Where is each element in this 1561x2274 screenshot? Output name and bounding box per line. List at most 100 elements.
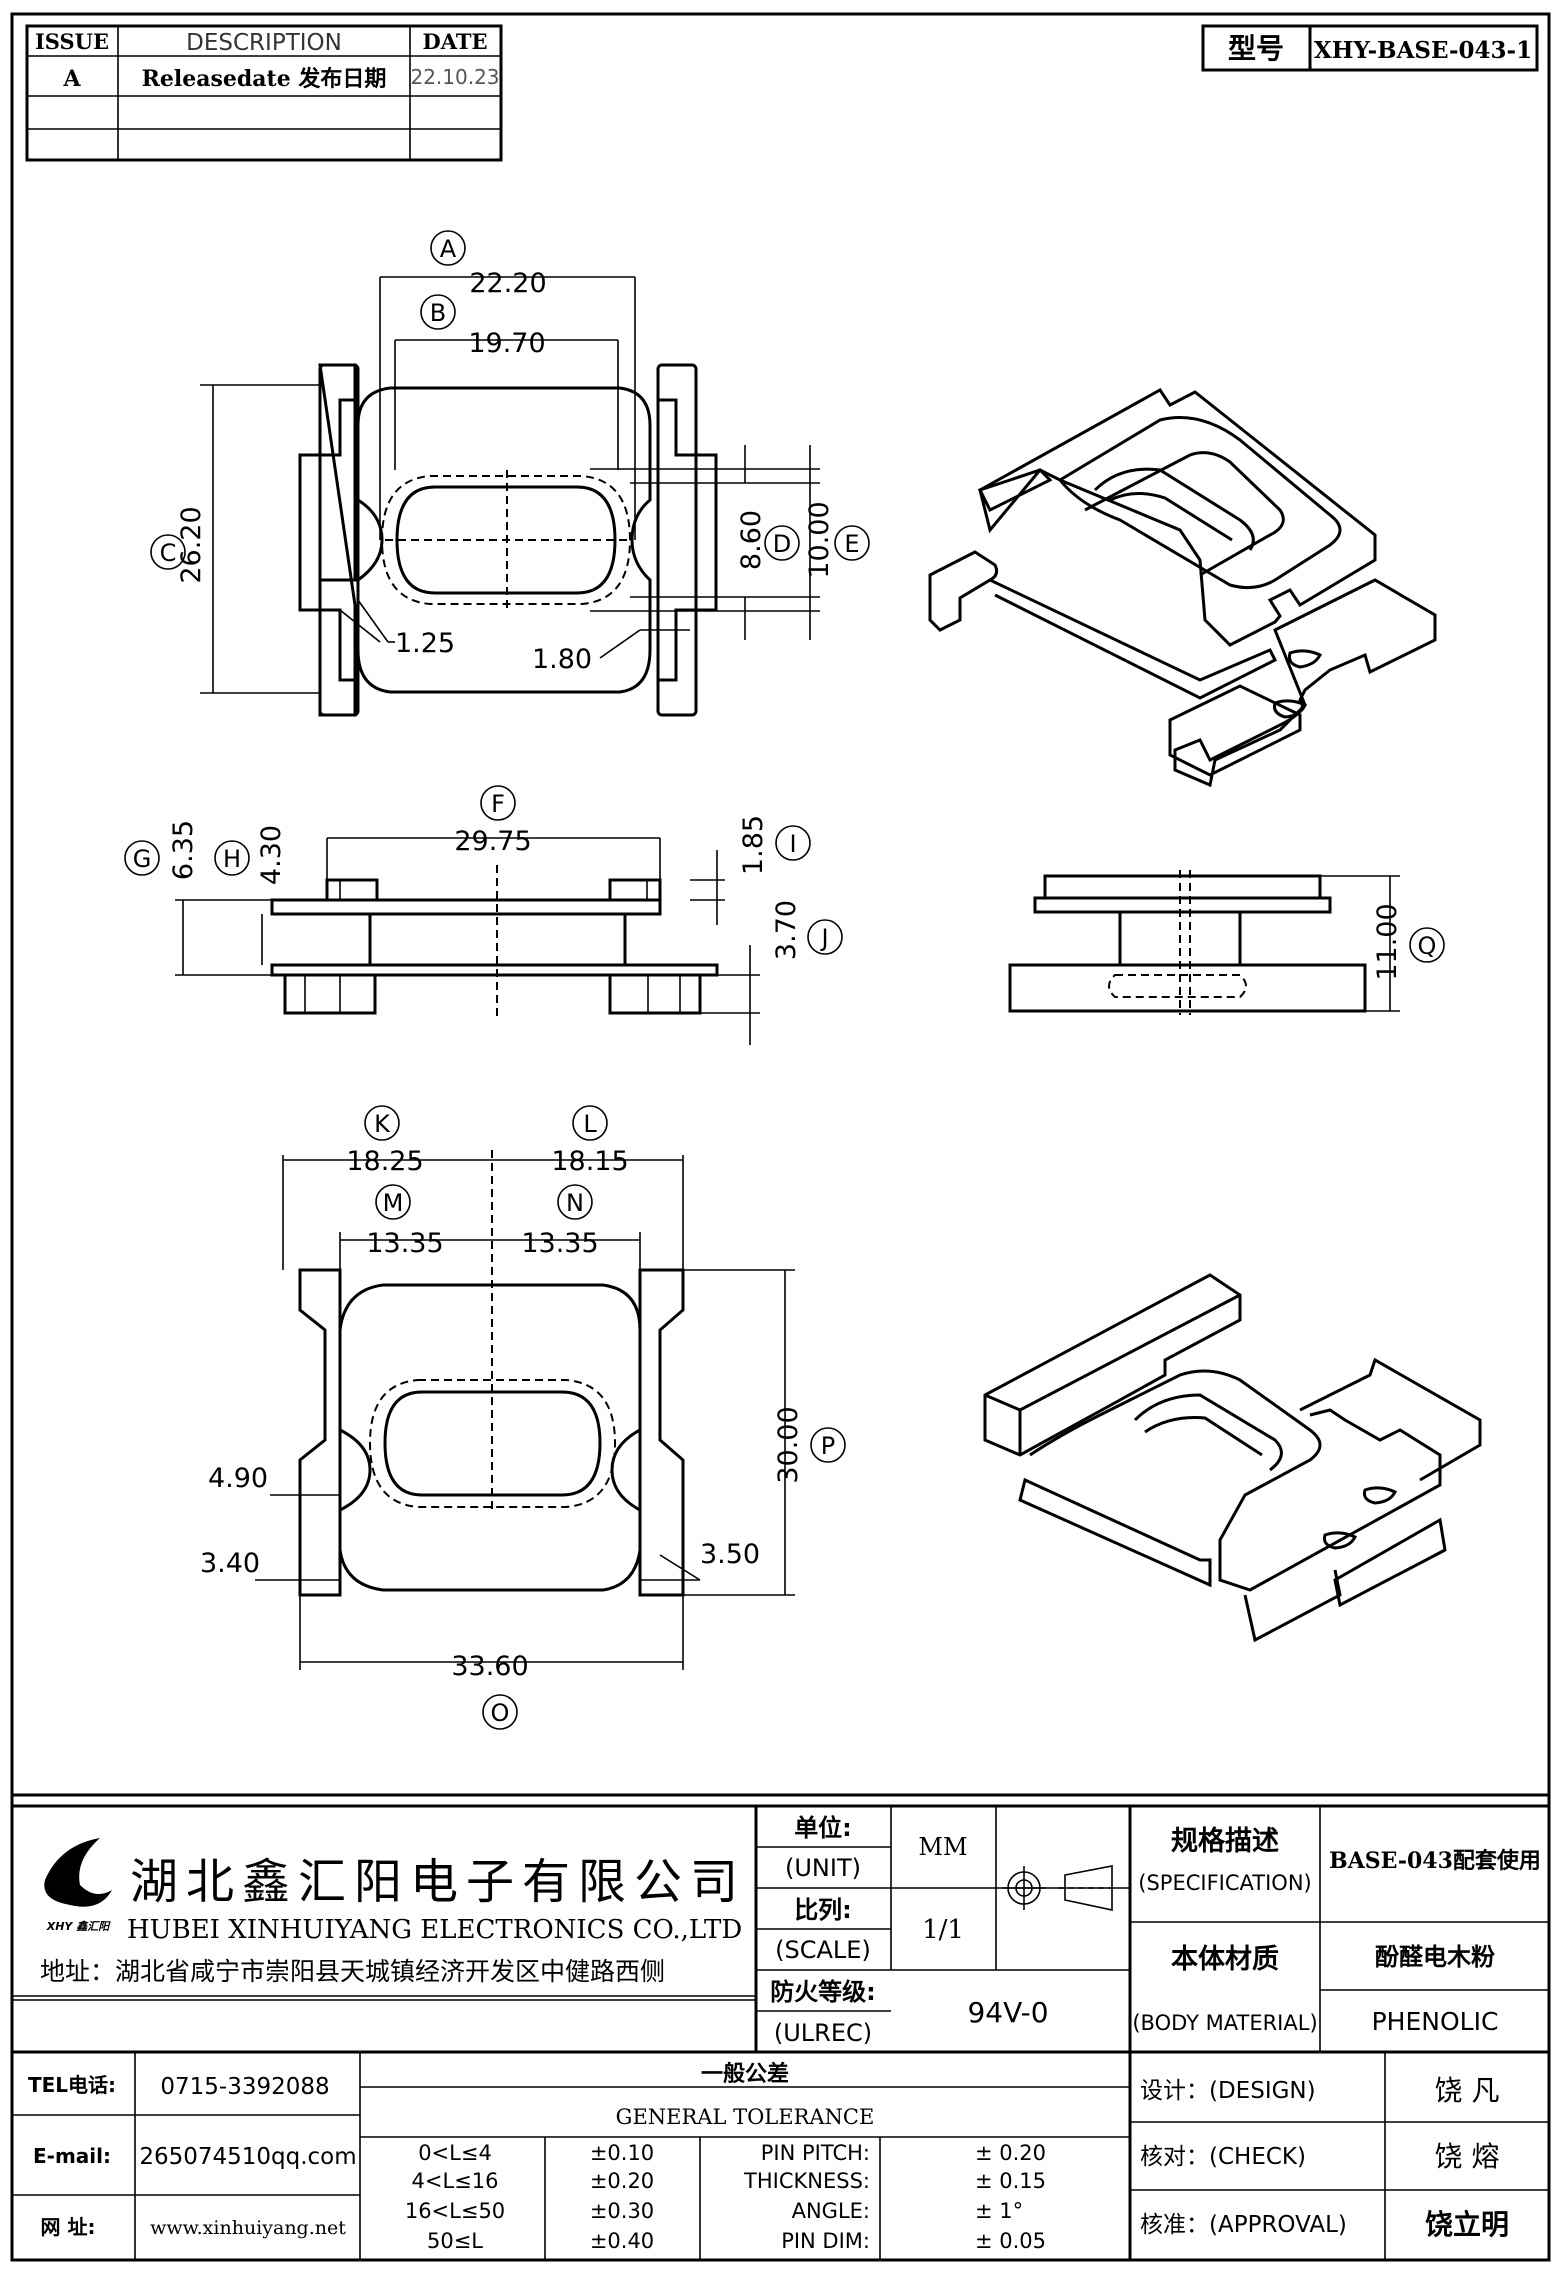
ul-value: 94V-0 bbox=[967, 1996, 1048, 2029]
email-label: E-mail: bbox=[33, 2144, 111, 2168]
label-g: G bbox=[133, 845, 152, 873]
isometric-view-bottom bbox=[983, 1273, 1482, 1643]
tol-item-value-1: ± 0.20 bbox=[975, 2141, 1046, 2165]
web-label: 网 址: bbox=[41, 2215, 96, 2239]
side-view: F 29.75 G 6.35 H 4.30 1.85 I 3.70 J bbox=[124, 785, 843, 1045]
sheet-border bbox=[10, 12, 1551, 2262]
label-e: E bbox=[844, 530, 859, 558]
dim-top-w1: 1.25 bbox=[395, 628, 455, 659]
label-k-circle bbox=[364, 1105, 400, 1141]
rev-header-description: DESCRIPTION bbox=[186, 30, 342, 56]
revision-table: ISSUE DESCRIPTION DATE A Releasedate 发布日… bbox=[25, 24, 503, 162]
dim-a: 22.20 bbox=[469, 268, 546, 299]
label-e-circle bbox=[834, 525, 870, 561]
tol-value-4: ±0.40 bbox=[590, 2229, 654, 2253]
scale-label-en: (SCALE) bbox=[775, 1936, 871, 1964]
material-label-en: (BODY MATERIAL) bbox=[1132, 2011, 1317, 2035]
tol-value-1: ±0.10 bbox=[590, 2141, 654, 2165]
dim-f: 29.75 bbox=[454, 826, 531, 857]
label-b-circle bbox=[420, 294, 456, 330]
label-m: M bbox=[383, 1189, 404, 1217]
spec-label-en: (SPECIFICATION) bbox=[1138, 1871, 1311, 1895]
label-k: K bbox=[374, 1110, 391, 1138]
tol-item-label-2: THICKNESS: bbox=[743, 2169, 870, 2193]
company-name-en: HUBEI XINHUIYANG ELECTRONICS CO.,LTD bbox=[127, 1915, 742, 1945]
ul-label-en: (ULREC) bbox=[774, 2019, 872, 2047]
design-label: 设计：(DESIGN) bbox=[1140, 2078, 1316, 2104]
label-n: N bbox=[566, 1189, 584, 1217]
check-name: 饶 熔 bbox=[1435, 2140, 1500, 2173]
label-l-circle bbox=[572, 1105, 608, 1141]
dim-m: 13.35 bbox=[366, 1228, 443, 1259]
rev-header-date: DATE bbox=[423, 29, 488, 54]
label-o: O bbox=[491, 1699, 510, 1727]
dim-top-w2: 1.80 bbox=[532, 644, 592, 675]
label-h-circle bbox=[214, 840, 250, 876]
rev-description-a: Releasedate 发布日期 bbox=[142, 66, 387, 92]
dim-e: 10.00 bbox=[804, 501, 835, 578]
projection-symbol-icon bbox=[1002, 1865, 1118, 1911]
dim-q: 11.00 bbox=[1372, 903, 1403, 980]
dim-p: 30.00 bbox=[773, 1406, 804, 1483]
dim-n: 13.35 bbox=[521, 1228, 598, 1259]
web-value: www.xinhuiyang.net bbox=[150, 2217, 346, 2239]
unit-label-en: (UNIT) bbox=[785, 1854, 861, 1882]
tol-value-3: ±0.30 bbox=[590, 2199, 654, 2223]
label-a: A bbox=[440, 235, 457, 263]
tol-item-value-4: ± 0.05 bbox=[975, 2229, 1046, 2253]
logo-text: XHY 鑫汇阳 bbox=[46, 1920, 111, 1933]
scale-value: 1/1 bbox=[922, 1915, 964, 1945]
tol-value-2: ±0.20 bbox=[590, 2169, 654, 2193]
tol-item-label-3: ANGLE: bbox=[792, 2199, 870, 2223]
scale-label-cn: 比列: bbox=[794, 1896, 852, 1924]
material-value-cn: 酚醛电木粉 bbox=[1375, 1943, 1495, 1971]
dim-bottom-w2: 3.40 bbox=[200, 1548, 260, 1579]
approval-name: 饶立明 bbox=[1425, 2208, 1509, 2241]
bottom-view: K 18.25 L 18.15 M 13.35 N 13.35 30.00 P … bbox=[200, 1105, 846, 1730]
tol-range-1: 0<L≤4 bbox=[418, 2141, 492, 2165]
label-n-circle bbox=[557, 1184, 593, 1220]
rev-header-issue: ISSUE bbox=[35, 29, 109, 54]
label-q: Q bbox=[1418, 932, 1437, 960]
tol-range-4: 50≤L bbox=[427, 2229, 483, 2253]
label-p-circle bbox=[810, 1427, 846, 1463]
label-b: B bbox=[430, 299, 446, 327]
dim-g: 6.35 bbox=[168, 820, 199, 880]
tel-label: TEL电话: bbox=[28, 2073, 116, 2097]
unit-label-cn: 单位: bbox=[794, 1814, 852, 1842]
dim-h: 4.30 bbox=[256, 825, 287, 885]
company-logo: XHY 鑫汇阳 bbox=[44, 1838, 112, 1933]
label-i-circle bbox=[775, 825, 811, 861]
email-value: 265074510qq.com bbox=[139, 2144, 356, 2170]
label-c: C bbox=[160, 539, 177, 567]
top-view: A 22.20 B 19.70 C 26.20 8.60 D 10.00 E 1… bbox=[150, 230, 870, 717]
tol-item-value-3: ± 1° bbox=[975, 2199, 1023, 2223]
model-value: XHY-BASE-043-1 bbox=[1314, 37, 1532, 64]
tol-item-value-2: ± 0.15 bbox=[975, 2169, 1046, 2193]
model-box: 型号 XHY-BASE-043-1 bbox=[1201, 24, 1539, 72]
label-h: H bbox=[223, 845, 241, 873]
dim-i: 1.85 bbox=[738, 815, 769, 875]
dim-c: 26.20 bbox=[176, 506, 207, 583]
label-o-circle bbox=[482, 1694, 518, 1730]
label-l: L bbox=[583, 1110, 597, 1138]
label-a-circle bbox=[430, 230, 466, 266]
material-value-en: PHENOLIC bbox=[1372, 2007, 1499, 2036]
label-d-circle bbox=[764, 525, 800, 561]
approval-label: 核准：(APPROVAL) bbox=[1140, 2212, 1347, 2238]
material-label-cn: 本体材质 bbox=[1171, 1944, 1279, 1975]
label-m-circle bbox=[375, 1184, 411, 1220]
spec-value: BASE-043配套使用 bbox=[1329, 1848, 1541, 1874]
dim-o: 33.60 bbox=[451, 1651, 528, 1682]
label-q-circle bbox=[1409, 927, 1445, 963]
rev-issue-a: A bbox=[62, 66, 81, 92]
dim-b: 19.70 bbox=[468, 328, 545, 359]
spec-label-cn: 规格描述 bbox=[1171, 1826, 1279, 1857]
design-name: 饶 凡 bbox=[1435, 2074, 1500, 2107]
tel-value: 0715-3392088 bbox=[160, 2074, 329, 2100]
label-p: P bbox=[821, 1432, 835, 1460]
dim-l: 18.15 bbox=[551, 1146, 628, 1177]
dim-d: 8.60 bbox=[736, 510, 767, 570]
label-j: J bbox=[819, 924, 828, 952]
